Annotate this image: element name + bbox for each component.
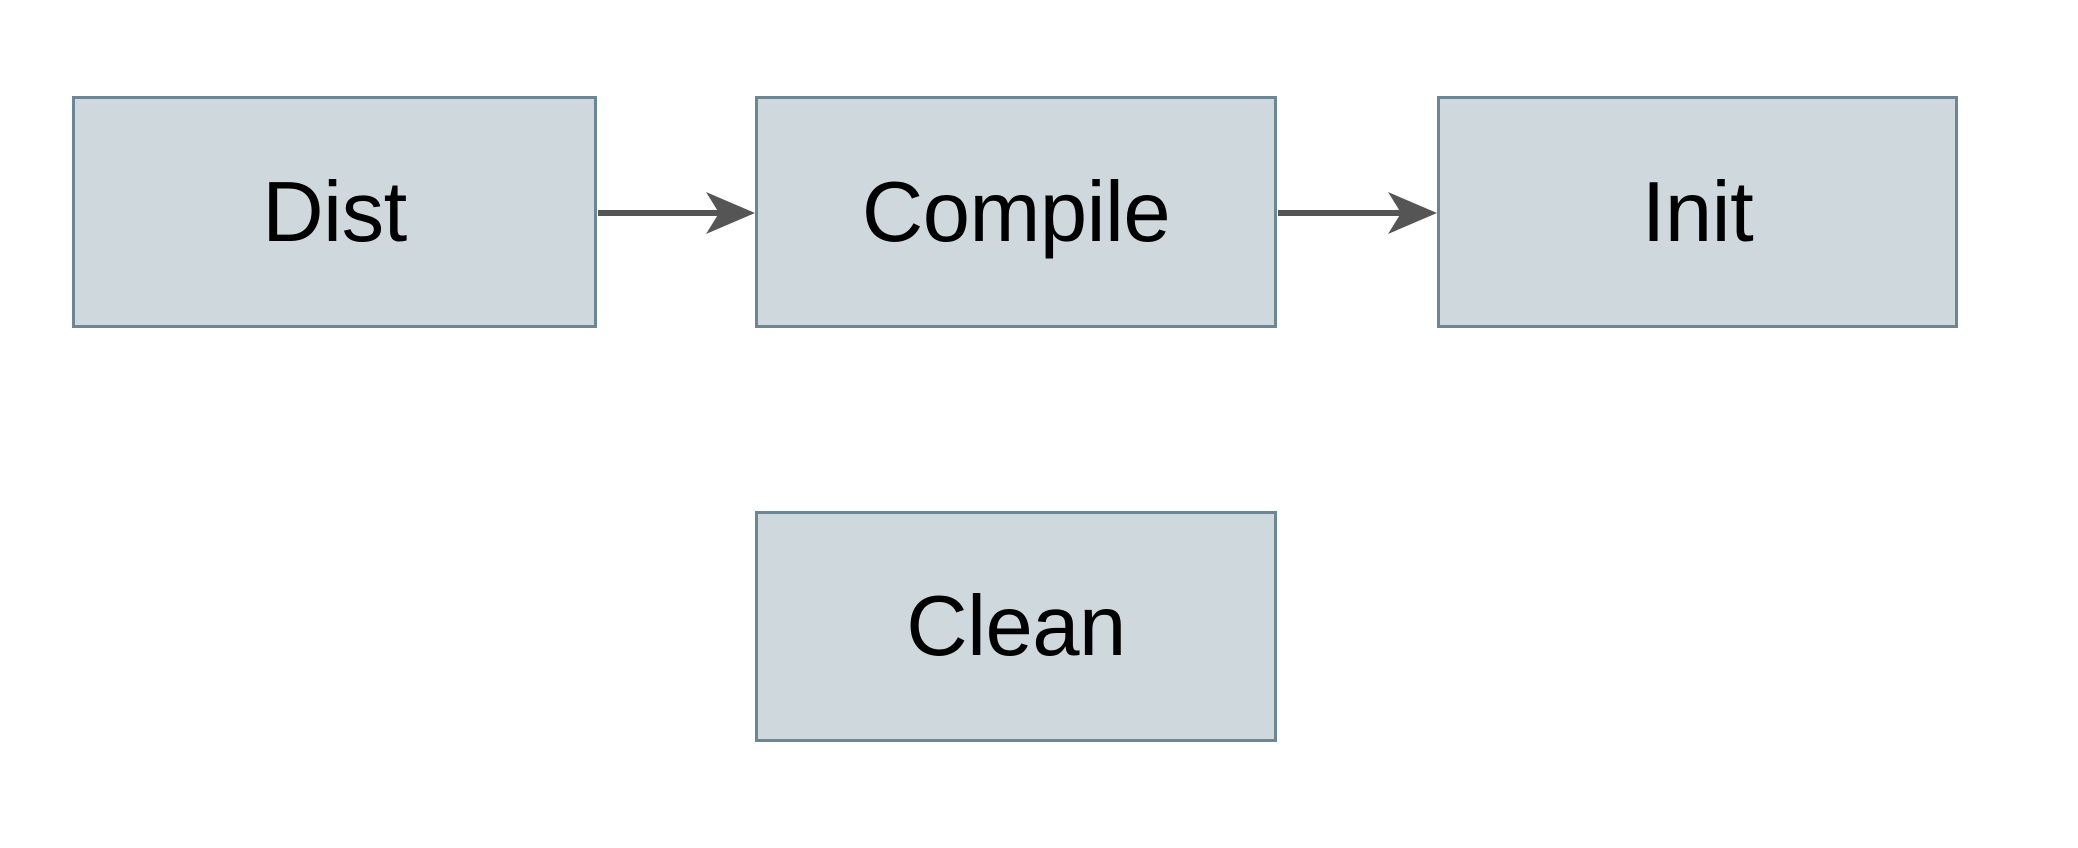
node-clean-label: Clean (906, 579, 1126, 674)
arrowhead-icon (1388, 192, 1437, 234)
node-clean[interactable]: Clean (755, 511, 1277, 742)
edge-compile-to-init (1278, 192, 1437, 234)
node-init-label: Init (1641, 164, 1754, 260)
node-dist-label: Dist (262, 164, 407, 260)
node-compile[interactable]: Compile (755, 96, 1277, 328)
node-compile-label: Compile (861, 164, 1171, 260)
edge-dist-to-compile (598, 192, 755, 234)
arrowhead-icon (706, 192, 755, 234)
node-init[interactable]: Init (1437, 96, 1958, 328)
node-dist[interactable]: Dist (72, 96, 597, 328)
